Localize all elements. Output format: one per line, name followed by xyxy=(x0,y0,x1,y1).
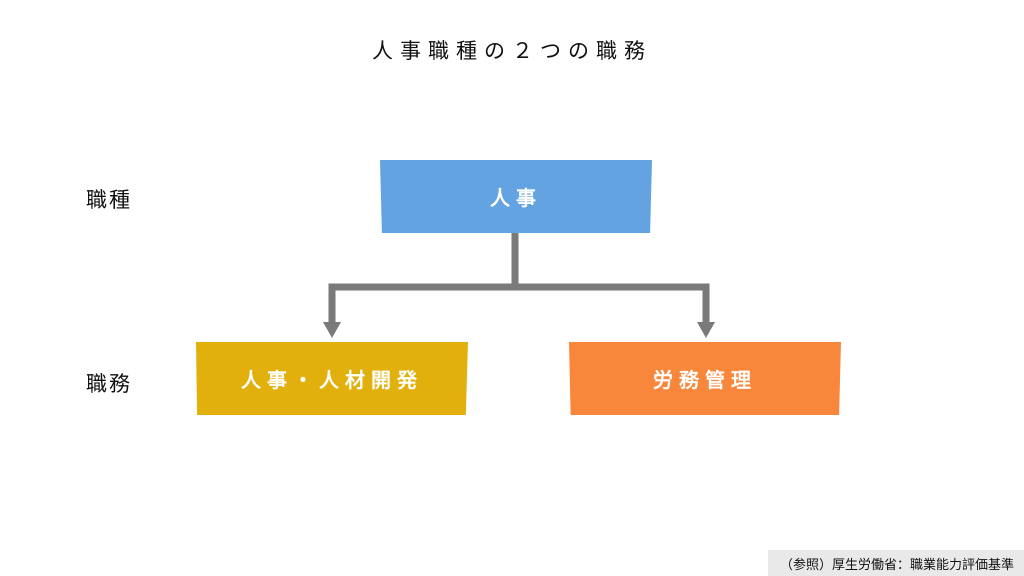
row-label-job-duty: 職務 xyxy=(86,372,132,396)
source-note: （参照）厚生労働省：職業能力評価基準 xyxy=(767,550,1024,576)
node-jinji: 人事 xyxy=(380,160,652,233)
node-hr-development: 人事・人材開発 xyxy=(196,342,468,415)
arrowhead-right xyxy=(697,322,715,338)
node-hr-development-label: 人事・人材開発 xyxy=(241,368,423,392)
arrowhead-left xyxy=(323,322,341,338)
node-jinji-label: 人事 xyxy=(490,186,542,210)
connector-branch xyxy=(328,283,710,325)
diagram-title: 人事職種の２つの職務 xyxy=(372,39,652,63)
node-labor-management: 労務管理 xyxy=(569,342,841,415)
row-label-job-type: 職種 xyxy=(86,188,132,212)
node-labor-management-label: 労務管理 xyxy=(653,368,757,392)
